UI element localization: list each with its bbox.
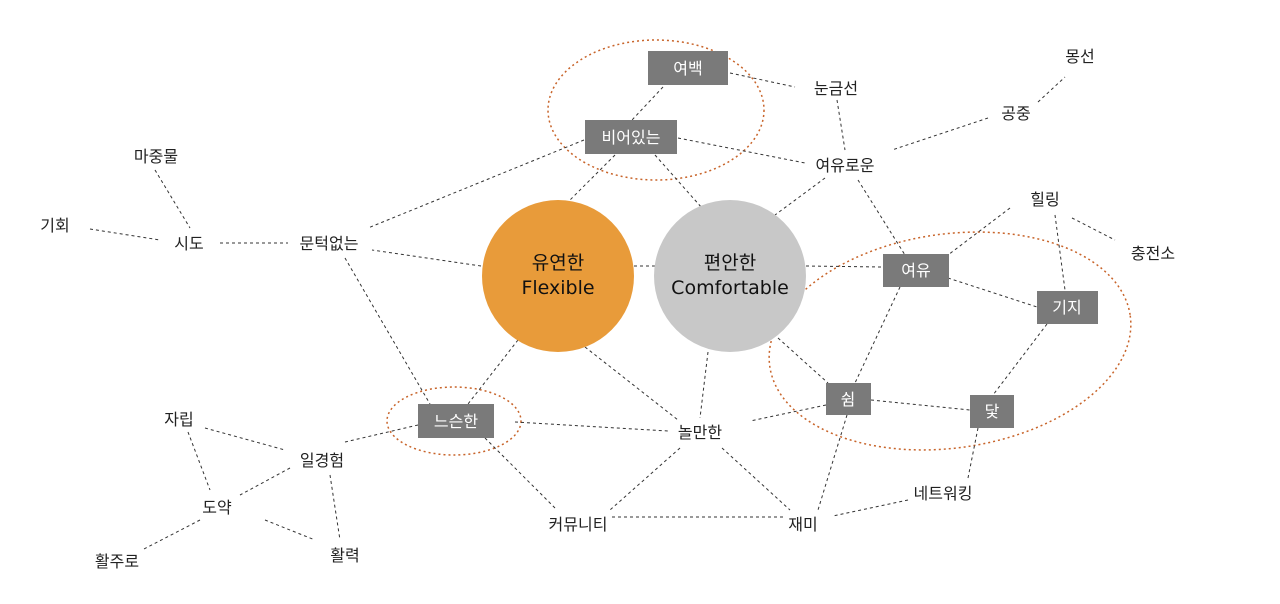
edge-graticule-spacious [836, 99, 846, 151]
edge-flexible-low-threshold [371, 249, 482, 267]
edge-low-threshold-loose [344, 257, 431, 405]
edge-playful-fun [721, 447, 791, 511]
term-spacious: 여유로운 [816, 156, 875, 175]
box-margin: 여백 [648, 51, 728, 85]
hub-flexible-circle [482, 200, 634, 352]
hub-comfortable-circle [654, 200, 806, 352]
box-margin-rect [648, 51, 728, 85]
edge-spacious-leisure [857, 179, 906, 256]
edge-spectacle-attempt [154, 169, 191, 229]
edge-independence-first-experience [204, 427, 286, 451]
edge-rest-fun [817, 414, 848, 511]
box-loose-rect [418, 404, 494, 438]
ring-rest-group [768, 231, 1132, 451]
edge-margin-empty [631, 86, 664, 121]
term-leap: 도약 [202, 498, 232, 517]
edge-midair-spacious [891, 117, 989, 151]
ring-margin-group [547, 39, 765, 181]
box-margin-label: 여백 [673, 59, 702, 78]
edge-comfortable-leisure [805, 265, 883, 268]
term-independence: 자립 [164, 410, 193, 429]
edge-empty-comfortable [654, 154, 703, 209]
plain-terms: 눈금선 여유로운 몽선 공중 힐링 충전소 마중물 기회 시도 문턱없는 놀만한… [40, 47, 1175, 571]
edge-midair-reverie [1037, 76, 1066, 103]
group-rings [386, 39, 1132, 456]
edge-leisure-rest [854, 286, 901, 384]
term-low-threshold: 문턱없는 [300, 234, 359, 253]
box-base: 기지 [1037, 291, 1098, 324]
edge-margin-graticule [729, 72, 796, 88]
term-vitality: 활력 [330, 546, 359, 565]
term-first-experience: 일경험 [300, 451, 344, 470]
edge-comfortable-rest [777, 337, 829, 384]
box-empty-label: 비어있는 [602, 128, 661, 147]
term-attempt: 시도 [174, 234, 203, 253]
box-anchor: 닻 [970, 395, 1014, 428]
edge-first-experience-vitality [329, 474, 341, 541]
edge-independence-leap [187, 431, 211, 491]
edge-leisure-base [947, 277, 1038, 308]
term-networking: 네트워킹 [914, 484, 973, 503]
box-leisure: 여유 [883, 254, 949, 287]
edge-healing-leisure [947, 207, 1011, 256]
hub-comfortable-line2: Comfortable [671, 277, 789, 299]
edge-flexible-loose [467, 339, 519, 405]
edge-loose-playful [514, 421, 669, 432]
term-runway: 활주로 [95, 552, 139, 571]
hub-comfortable-line1: 편안한 [704, 252, 756, 274]
box-loose: 느슨한 [418, 404, 494, 438]
edge-opportunity-attempt [89, 228, 161, 241]
box-empty-rect [585, 120, 677, 154]
edge-flexible-playful [584, 346, 679, 421]
edge-loose-community [484, 437, 556, 509]
box-leisure-rect [883, 254, 949, 287]
edge-spacious-comfortable [774, 177, 826, 216]
edge-empty-low-threshold [367, 139, 585, 229]
term-community: 커뮤니티 [549, 515, 608, 534]
box-leisure-label: 여유 [901, 261, 930, 280]
box-anchor-rect [970, 395, 1014, 428]
edge-loose-first-experience [344, 424, 419, 443]
edge-empty-flexible [564, 154, 616, 206]
edge-anchor-networking [967, 427, 979, 479]
boxed-terms: 여백 비어있는 여유 기지 쉼 닻 느슨한 [418, 51, 1098, 438]
hub-comfortable: 편안한 Comfortable [654, 200, 806, 352]
term-opportunity: 기회 [40, 216, 69, 235]
term-midair: 공중 [1001, 104, 1030, 123]
term-spectacle: 마중물 [134, 147, 178, 166]
term-reverie: 몽선 [1065, 47, 1094, 66]
hub-flexible-line1: 유연한 [532, 252, 584, 274]
edge-empty-spacious [677, 137, 806, 164]
box-base-label: 기지 [1052, 298, 1081, 317]
hub-flexible: 유연한 Flexible [482, 200, 634, 352]
term-fun: 재미 [788, 515, 817, 534]
term-playful: 놀만한 [678, 423, 722, 442]
box-loose-label: 느슨한 [434, 412, 478, 431]
term-charging-station: 충전소 [1131, 244, 1175, 263]
box-rest: 쉼 [826, 383, 871, 415]
box-empty: 비어있는 [585, 120, 677, 154]
edge-playful-community [609, 447, 681, 511]
hub-flexible-line2: Flexible [521, 277, 594, 299]
edge-first-experience-leap [239, 467, 291, 496]
box-rest-label: 쉼 [841, 390, 856, 409]
box-anchor-label: 닻 [985, 402, 1000, 421]
ring-loose-group [386, 386, 522, 456]
term-healing: 힐링 [1030, 190, 1059, 209]
term-graticule: 눈금선 [814, 79, 858, 98]
edge-leap-runway [141, 519, 201, 551]
edge-base-anchor [992, 323, 1048, 396]
box-base-rect [1037, 291, 1098, 324]
edge-rest-anchor [870, 399, 971, 411]
edge-rest-playful [749, 404, 827, 422]
edge-comfortable-playful [699, 351, 709, 419]
edges [89, 72, 1116, 551]
edge-healing-base [1054, 214, 1066, 291]
edge-healing-charging [1071, 217, 1116, 241]
edge-leap-vitality [264, 519, 316, 541]
edge-networking-fun [832, 499, 909, 517]
box-rest-rect [826, 383, 871, 415]
